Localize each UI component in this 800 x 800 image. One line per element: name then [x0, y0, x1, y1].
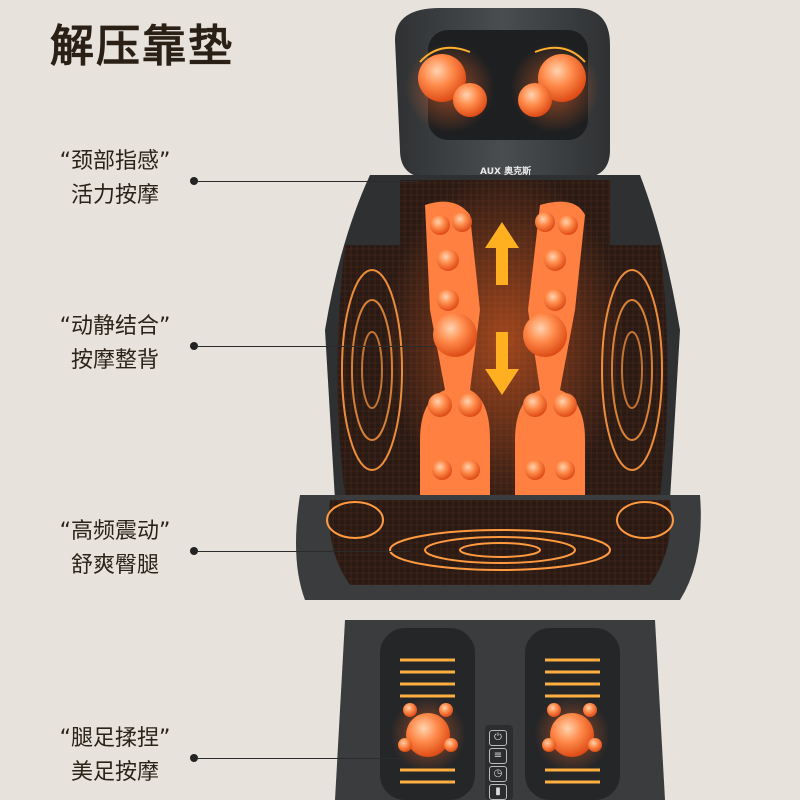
feature-title: “高频震动”	[59, 519, 171, 544]
feature-neck-massage: “颈部指感” 活力按摩	[40, 145, 198, 213]
callout-leader-line	[195, 181, 420, 182]
feature-seat-vibration: “高频震动” 舒爽臀腿	[40, 515, 198, 583]
product-title: 解压靠垫	[50, 21, 234, 72]
side-vibration-rings	[341, 269, 663, 471]
brand-logo: AUX 奥克斯	[480, 167, 532, 177]
callout-dot	[190, 177, 198, 185]
motion-arrows	[485, 222, 519, 395]
callout-leader-line	[195, 551, 410, 552]
feature-subtitle: 按摩整背	[70, 348, 159, 373]
callout-dot	[190, 754, 198, 762]
mode-icon: ≡	[489, 748, 507, 764]
callout-leader-line	[195, 758, 405, 759]
callout-dot	[190, 547, 198, 555]
feature-subtitle: 美足按摩	[70, 760, 159, 785]
feature-subtitle: 活力按摩	[70, 183, 159, 208]
feature-subtitle: 舒爽臀腿	[70, 553, 159, 578]
neck-massage-nodes	[418, 54, 586, 117]
callout-dot	[190, 342, 198, 350]
feature-back-massage: “动静结合” 按摩整背	[40, 310, 198, 378]
feature-title: “颈部指感”	[59, 149, 171, 174]
timer-icon: ◷	[489, 766, 507, 782]
leg-kneading-nodes	[398, 703, 602, 757]
feature-title: “动静结合”	[59, 314, 171, 339]
seat-vibration-rings	[326, 501, 674, 571]
level-icon: ▮	[489, 784, 507, 800]
feature-leg-kneading: “腿足揉捏” 美足按摩	[40, 722, 198, 790]
back-massage-rollers	[420, 201, 585, 500]
callout-leader-line	[195, 346, 435, 347]
feature-title: “腿足揉捏”	[59, 726, 171, 751]
power-icon: ⏻	[489, 730, 507, 746]
